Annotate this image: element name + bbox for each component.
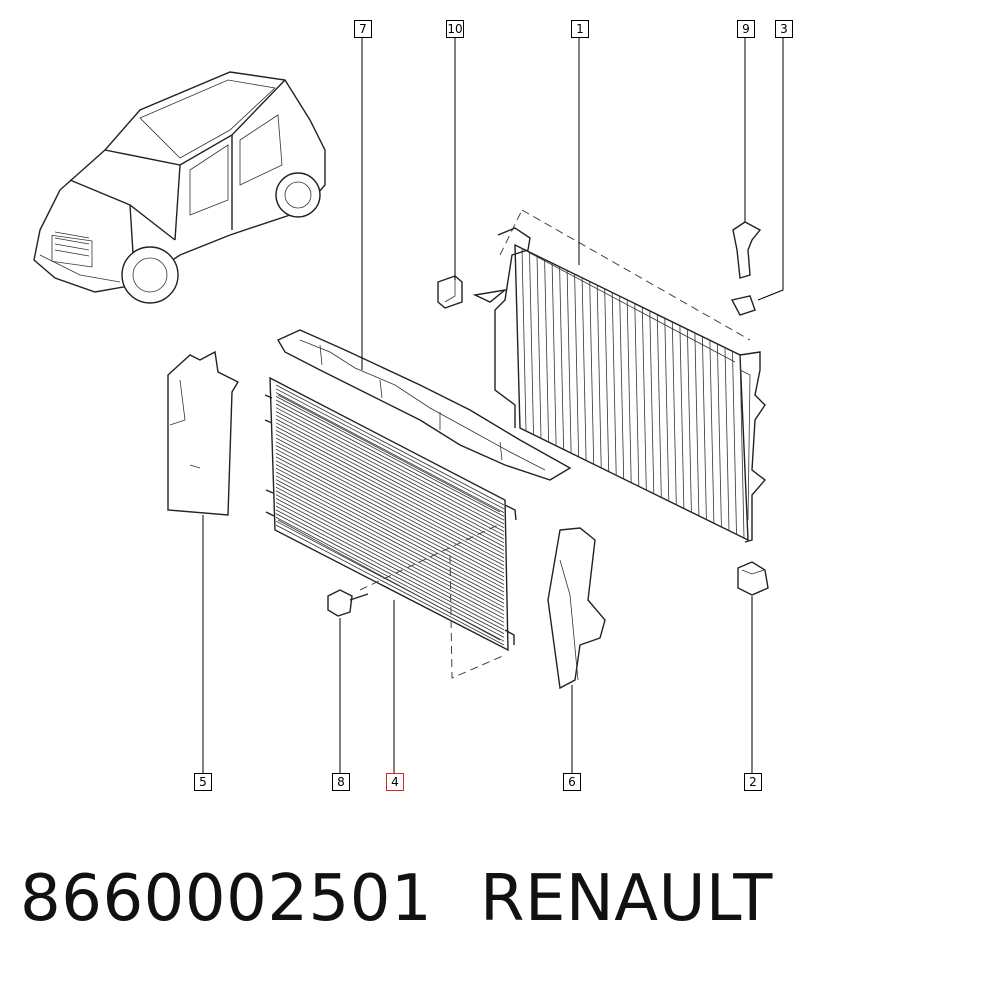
callout-10: 10 bbox=[446, 20, 464, 38]
condenser bbox=[264, 376, 517, 652]
condenser-fin-line bbox=[275, 411, 505, 532]
radiator-tube-line bbox=[619, 296, 625, 479]
condenser-fin-line bbox=[275, 498, 505, 619]
radiator-tube-line bbox=[656, 314, 662, 498]
condenser-fin-line bbox=[275, 433, 505, 555]
radiator-tube-line bbox=[671, 322, 677, 505]
radiator-tube-line bbox=[687, 329, 692, 512]
radiator-tube-line bbox=[626, 300, 632, 483]
callout-8: 8 bbox=[332, 773, 350, 791]
radiator-tube-line bbox=[649, 311, 655, 494]
car-illustration bbox=[33, 71, 326, 304]
radiator-tube-line bbox=[717, 344, 722, 527]
radiator-tube-line bbox=[574, 274, 579, 457]
callout-3: 3 bbox=[775, 20, 793, 38]
radiator-tube-line bbox=[702, 337, 707, 520]
condenser-fin-line bbox=[275, 399, 505, 521]
condenser-fin-line bbox=[275, 460, 505, 582]
air-deflector-left bbox=[167, 350, 239, 516]
callout-1: 1 bbox=[571, 20, 589, 38]
radiator-tube-line bbox=[664, 318, 670, 501]
radiator-tube-line bbox=[529, 251, 534, 434]
radiator-tube-line bbox=[521, 247, 527, 431]
condenser-fin-line bbox=[275, 384, 505, 506]
radiator-tube-line bbox=[732, 352, 737, 535]
radiator-tube-line bbox=[709, 341, 715, 524]
condenser-fin-line bbox=[275, 426, 505, 547]
condenser-fin-line bbox=[275, 475, 505, 597]
radiator bbox=[494, 227, 767, 543]
part-number: 8660002501 bbox=[20, 862, 433, 936]
callout-7: 7 bbox=[354, 20, 372, 38]
condenser-fin-line bbox=[275, 483, 505, 604]
condenser-fin-line bbox=[275, 520, 505, 642]
bolt bbox=[327, 589, 369, 617]
condenser-fin-line bbox=[275, 441, 505, 563]
radiator-tube-line bbox=[581, 277, 587, 460]
condenser-fin-line bbox=[275, 479, 505, 600]
condenser-fin-line bbox=[275, 509, 505, 631]
condenser-fin-line bbox=[275, 418, 505, 540]
condenser-fin-line bbox=[275, 422, 505, 544]
brand-name: RENAULT bbox=[480, 862, 773, 936]
radiator-tube-line bbox=[739, 355, 745, 539]
condenser-fin-line bbox=[275, 437, 505, 559]
callout-4: 4 bbox=[386, 773, 404, 791]
condenser-fin-line bbox=[275, 407, 505, 529]
lower-mount bbox=[737, 561, 769, 596]
callout-9: 9 bbox=[737, 20, 755, 38]
mounting-pin bbox=[730, 221, 762, 316]
condenser-fin-line bbox=[275, 388, 505, 510]
radiator-tube-line bbox=[694, 333, 700, 516]
condenser-fin-line bbox=[275, 445, 505, 566]
condenser-fin-line bbox=[275, 456, 505, 578]
projection-lines bbox=[359, 209, 751, 679]
callout-5: 5 bbox=[194, 773, 212, 791]
condenser-fin-line bbox=[275, 464, 505, 585]
radiator-tube-line bbox=[566, 270, 572, 453]
condenser-fin-line bbox=[275, 517, 505, 638]
callout-2: 2 bbox=[744, 773, 762, 791]
radiator-tube-line bbox=[536, 255, 542, 438]
radiator-tube-line bbox=[679, 326, 685, 509]
condenser-fin-line bbox=[275, 486, 505, 608]
radiator-tube-line bbox=[641, 307, 647, 490]
condenser-fin-line bbox=[275, 430, 505, 551]
condenser-fin-line bbox=[275, 490, 505, 612]
radiator-tube-line bbox=[596, 285, 602, 468]
radiator-tube-line bbox=[544, 259, 549, 442]
condenser-fin-line bbox=[275, 467, 505, 589]
condenser-fin-line bbox=[275, 513, 505, 634]
radiator-tube-line bbox=[551, 262, 557, 445]
upper-cross-member bbox=[277, 329, 572, 481]
condenser-fin-line bbox=[275, 403, 505, 525]
condenser-fin-line bbox=[275, 448, 505, 570]
radiator-tube-line bbox=[589, 281, 595, 464]
condenser-fin-line bbox=[275, 414, 505, 536]
radiator-tube-line bbox=[604, 288, 610, 472]
condenser-fin-line bbox=[275, 505, 505, 627]
temperature-sensor bbox=[437, 275, 508, 309]
radiator-tube-line bbox=[634, 303, 640, 486]
condenser-fin-line bbox=[275, 396, 505, 517]
radiator-tube-line bbox=[724, 348, 730, 531]
condenser-fin-line bbox=[275, 524, 505, 646]
condenser-fin-line bbox=[275, 452, 505, 574]
condenser-fin-line bbox=[275, 501, 505, 623]
radiator-tube-line bbox=[559, 266, 564, 449]
callout-6: 6 bbox=[563, 773, 581, 791]
condenser-fin-line bbox=[275, 494, 505, 616]
leader-lines bbox=[202, 37, 784, 775]
radiator-tube-line bbox=[611, 292, 617, 475]
air-deflector-right bbox=[547, 527, 606, 690]
condenser-fin-line bbox=[275, 392, 505, 513]
condenser-fin-line bbox=[275, 471, 505, 593]
